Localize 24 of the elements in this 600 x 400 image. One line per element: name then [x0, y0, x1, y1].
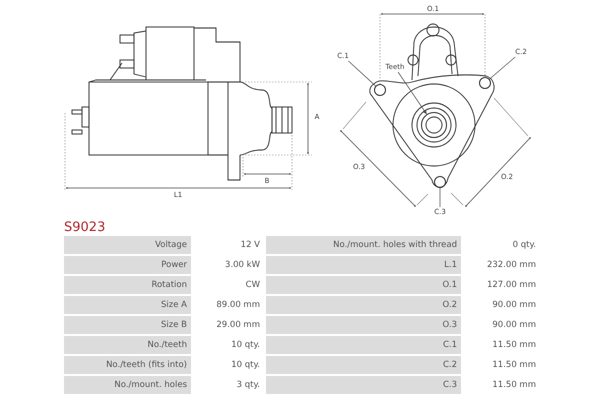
pinion-gear	[421, 112, 447, 138]
spec-label-cell: C.2	[266, 356, 461, 374]
spec-label-cell: O.1	[266, 276, 461, 294]
spec-label-cell: Voltage	[64, 236, 191, 254]
spec-label-cell: O.3	[266, 316, 461, 334]
spec-label-cell: No./mount. holes	[64, 376, 191, 394]
spec-label-cell: C.1	[266, 336, 461, 354]
spec-label-cell: C.3	[266, 376, 461, 394]
spec-label-cell: Size A	[64, 296, 191, 314]
spec-label-cell: Power	[64, 256, 191, 274]
leader-line	[348, 60, 376, 86]
mounting-hole	[434, 176, 446, 188]
spec-label-cell: O.2	[266, 296, 461, 314]
spec-label-cell: No./mount. holes with thread	[266, 236, 461, 254]
mounting-hole	[374, 84, 386, 96]
mounting-hole	[479, 77, 491, 89]
leader-line	[489, 56, 516, 80]
spec-label-cell: L.1	[266, 256, 461, 274]
spec-label-cell: No./teeth	[64, 336, 191, 354]
part-number-title: S9023	[64, 219, 106, 237]
spec-label-cell: No./teeth (fits into)	[64, 356, 191, 374]
spec-label-cell: Rotation	[64, 276, 191, 294]
spec-label-cell: Size B	[64, 316, 191, 334]
leader-line	[398, 72, 428, 115]
